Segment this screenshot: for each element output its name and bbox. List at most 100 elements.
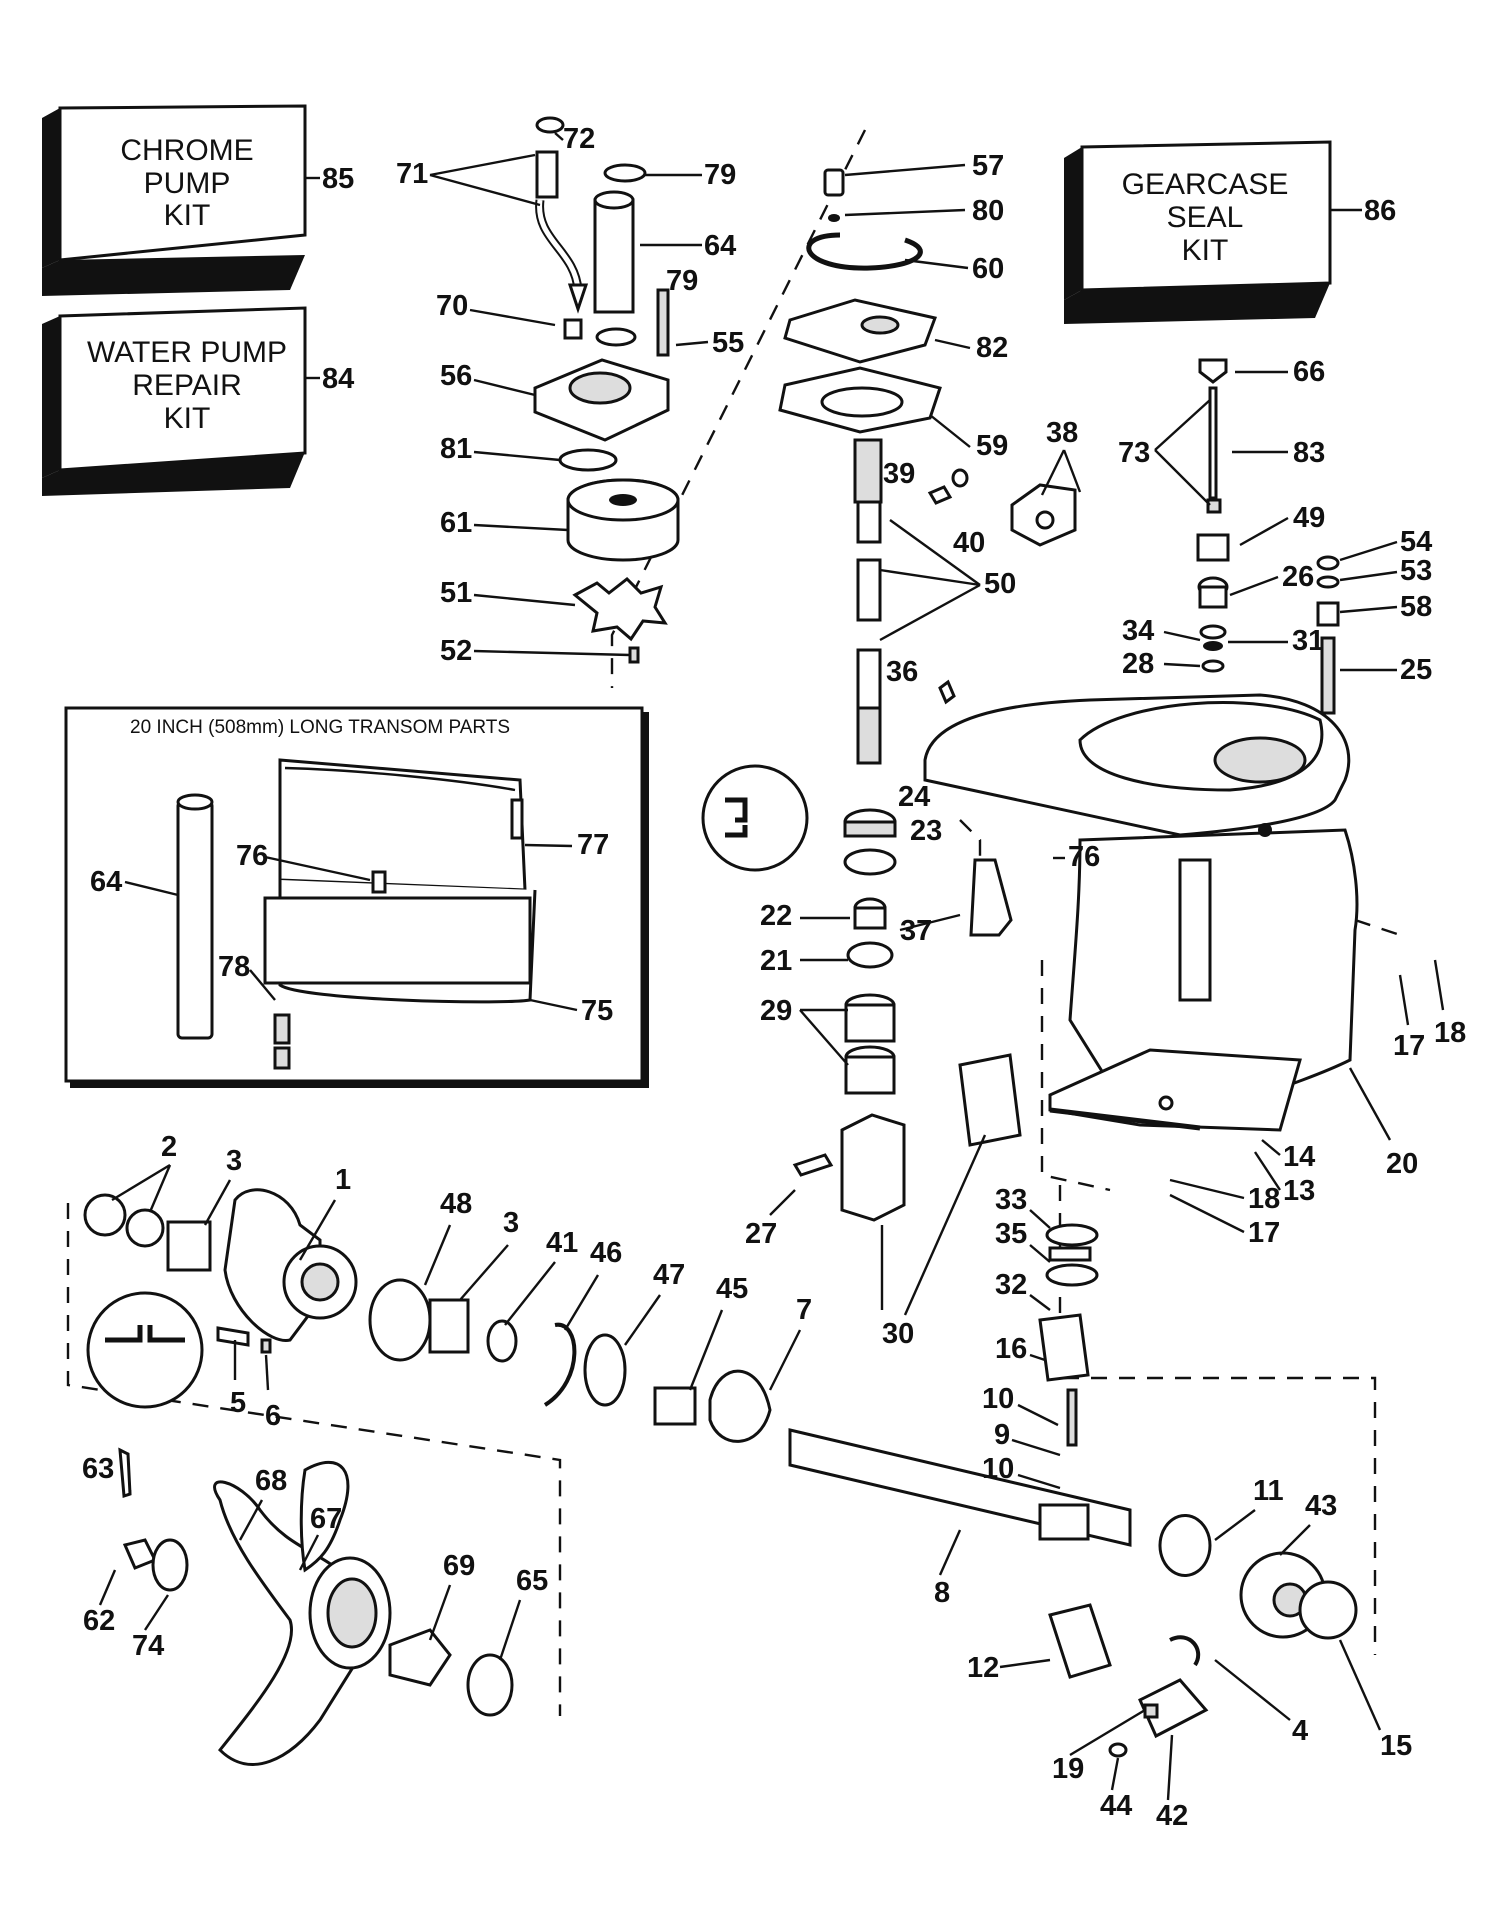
propshaft-parts (83, 1188, 1358, 1758)
part-callout-18: 18 (1248, 1183, 1280, 1215)
part-callout-9: 9 (994, 1419, 1010, 1451)
water-pump-parts (533, 116, 680, 664)
part-callout-75: 75 (581, 995, 613, 1027)
part-callout-35: 35 (995, 1218, 1027, 1250)
part-callout-56: 56 (440, 360, 472, 392)
bearing-parts (701, 764, 1022, 1222)
part-callout-41: 41 (546, 1227, 578, 1259)
part-callout-26: 26 (1282, 561, 1314, 593)
part-callout-36: 36 (886, 656, 918, 688)
part-callout-45: 45 (716, 1273, 748, 1305)
part-callout-5: 5 (230, 1387, 246, 1419)
part-callout-74: 74 (132, 1630, 164, 1662)
water-pump-kit-line-3: KIT (164, 402, 211, 435)
part-callout-32: 32 (995, 1269, 1027, 1301)
part-callout-19: 19 (1052, 1753, 1084, 1785)
chrome-pump-kit-line-3: KIT (164, 199, 211, 232)
part-callout-24: 24 (898, 781, 930, 813)
part-callout-2: 2 (161, 1131, 177, 1163)
chrome-pump-kit-box: CHROME PUMP KIT 85 (42, 104, 354, 296)
water-pump-repair-kit-box: WATER PUMP REPAIR KIT 84 (42, 306, 354, 496)
part-callout-11: 11 (1253, 1475, 1284, 1507)
water-pump-kit-line-1: WATER PUMP (87, 336, 287, 369)
part-callout-17: 17 (1393, 1030, 1425, 1062)
gearcase-housing (923, 693, 1359, 1132)
inset-title: 20 INCH (508mm) LONG TRANSOM PARTS (130, 717, 510, 738)
part-callout-79: 79 (704, 159, 736, 191)
part-callout-62: 62 (83, 1605, 115, 1637)
part-callout-51: 51 (440, 577, 472, 609)
part-callout-55: 55 (712, 327, 744, 359)
part-callout-15: 15 (1380, 1730, 1412, 1762)
part-callout-7: 7 (796, 1294, 812, 1326)
part-callout-23: 23 (910, 815, 942, 847)
part-callout-40: 40 (953, 527, 985, 559)
part-callout-28: 28 (1122, 648, 1154, 680)
part-callout-58: 58 (1400, 591, 1432, 623)
part-callout-72: 72 (563, 123, 595, 155)
part-callout-79: 79 (666, 265, 698, 297)
part-callout-10: 10 (982, 1453, 1014, 1485)
propeller-parts (118, 1447, 514, 1766)
part-callout-3: 3 (226, 1145, 242, 1177)
part-callout-37: 37 (900, 915, 932, 947)
part-callout-47: 47 (653, 1259, 685, 1291)
part-callout-66: 66 (1293, 356, 1325, 388)
part-callout-77: 77 (577, 829, 609, 861)
part-callout-33: 33 (995, 1184, 1027, 1216)
seal-kit-line-2: SEAL (1167, 201, 1244, 234)
chrome-pump-kit-number: 85 (322, 163, 354, 195)
part-callout-17: 17 (1248, 1217, 1280, 1249)
seal-kit-line-1: GEARCASE (1122, 168, 1289, 201)
part-callout-16: 16 (995, 1333, 1027, 1365)
part-callout-64: 64 (90, 866, 122, 898)
seal-kit-line-3: KIT (1182, 234, 1229, 267)
part-callout-21: 21 (760, 945, 792, 977)
part-callout-6: 6 (265, 1400, 281, 1432)
part-callout-81: 81 (440, 433, 472, 465)
part-callout-44: 44 (1100, 1790, 1132, 1822)
part-callout-71: 71 (396, 158, 428, 190)
seal-kit-number: 86 (1364, 195, 1396, 227)
part-callout-48: 48 (440, 1188, 472, 1220)
part-callout-61: 61 (440, 507, 472, 539)
part-callout-20: 20 (1386, 1148, 1418, 1180)
part-callout-54: 54 (1400, 526, 1432, 558)
part-callout-82: 82 (976, 332, 1008, 364)
part-callout-30: 30 (882, 1318, 914, 1350)
part-callout-14: 14 (1283, 1141, 1315, 1173)
part-callout-57: 57 (972, 150, 1004, 182)
part-callout-69: 69 (443, 1550, 475, 1582)
part-callout-34: 34 (1122, 615, 1154, 647)
part-callout-78: 78 (218, 951, 250, 983)
long-transom-inset: 20 INCH (508mm) LONG TRANSOM PARTS (64, 706, 649, 1088)
part-callout-46: 46 (590, 1237, 622, 1269)
driveshaft-parts (778, 168, 1077, 765)
part-callout-3: 3 (503, 1207, 519, 1239)
part-callout-60: 60 (972, 253, 1004, 285)
water-pump-kit-number: 84 (322, 363, 354, 395)
part-callout-63: 63 (82, 1453, 114, 1485)
chrome-pump-kit-line-1: CHROME (120, 134, 253, 167)
part-callout-18: 18 (1434, 1017, 1466, 1049)
part-callout-1: 1 (335, 1164, 351, 1196)
part-callout-52: 52 (440, 635, 472, 667)
part-callout-49: 49 (1293, 502, 1325, 534)
part-callout-65: 65 (516, 1565, 548, 1597)
part-callout-83: 83 (1293, 437, 1325, 469)
part-callout-10: 10 (982, 1383, 1014, 1415)
part-callout-4: 4 (1292, 1715, 1308, 1747)
part-callout-53: 53 (1400, 555, 1432, 587)
gearcase-seal-kit-box: GEARCASE SEAL KIT 86 (1064, 140, 1396, 324)
part-callout-27: 27 (745, 1218, 777, 1250)
part-callout-80: 80 (972, 195, 1004, 227)
part-callout-42: 42 (1156, 1800, 1188, 1832)
leader-lines (98, 132, 1445, 1801)
part-callout-31: 31 (1292, 625, 1324, 657)
part-callout-76: 76 (236, 840, 268, 872)
part-callout-22: 22 (760, 900, 792, 932)
part-callout-67: 67 (310, 1503, 342, 1535)
part-callout-13: 13 (1283, 1175, 1315, 1207)
